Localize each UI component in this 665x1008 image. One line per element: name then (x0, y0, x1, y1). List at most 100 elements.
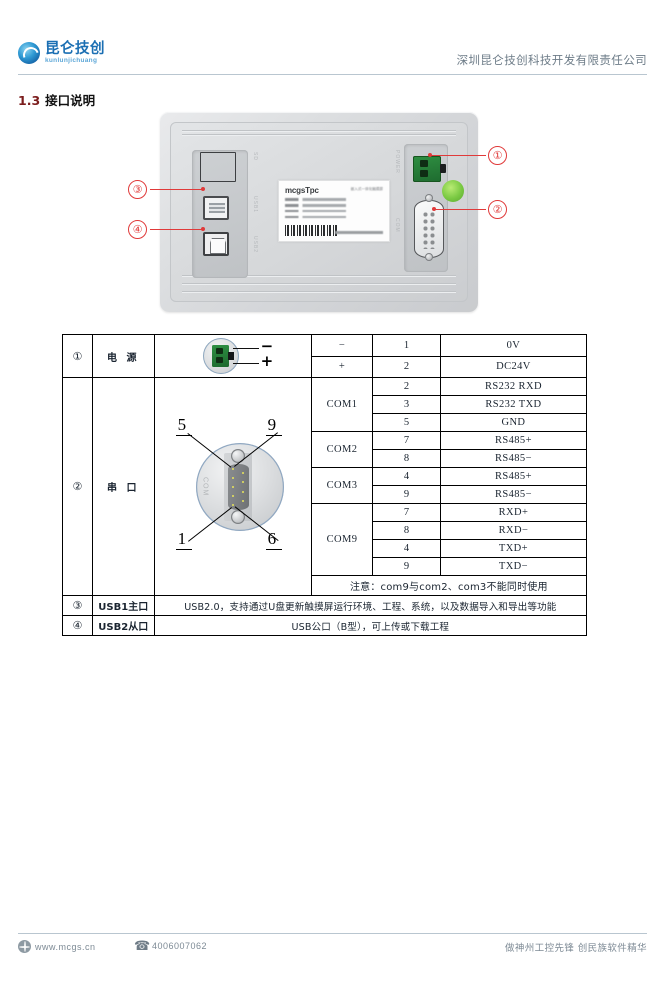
callout-leader-3 (150, 189, 203, 191)
serial-signal: TXD− (439, 557, 588, 576)
header-company-name: 深圳昆仑技创科技开发有限责任公司 (456, 53, 647, 67)
footer-phone-text: 4006007062 (152, 941, 208, 951)
row-index-usb2: ④ (62, 615, 93, 636)
table-row: 9 TXD− (63, 557, 588, 576)
serial-signal: RS485− (439, 485, 588, 504)
device-rear-panel: SD USB1 USB2 POWER COM mcgsTpc 嵌入式一体化触摸屏 (170, 122, 468, 302)
table-row: COM9 7 RXD+ (63, 503, 588, 576)
callout-leader-dot-1 (428, 153, 432, 157)
callout-leader-dot-3 (201, 187, 205, 191)
power-signal: DC24V (439, 355, 588, 378)
serial-signal: TXD+ (439, 539, 588, 558)
panel-side-label: USB1 (252, 196, 258, 214)
serial-signal: RS485+ (439, 431, 588, 450)
table-row: 3 RS232 TXD (63, 395, 588, 414)
callout-marker-1: ① (488, 146, 507, 165)
panel-side-label: SD (252, 152, 258, 161)
logo-text: 昆仑技创 kunlunjichuang (45, 42, 105, 64)
table-row: ③ USB1主口 USB2.0，支持通过U盘更新触摸屏运行环境、工程、系统，以及… (62, 595, 588, 616)
callout-leader-1 (430, 155, 486, 157)
panel-groove (182, 291, 456, 292)
label-spec-line (285, 198, 383, 201)
callout-marker-2: ② (488, 200, 507, 219)
interface-spec-table: ① 电 源 − + − 1 0V + 2 DC24V (62, 334, 588, 636)
figure-db9-shell (227, 463, 249, 510)
panel-groove (182, 134, 456, 135)
page-title: 接口说明 (45, 93, 96, 108)
com-group-label: COM2 (310, 431, 374, 468)
label-barcode (285, 225, 337, 236)
logo-pinyin-name: kunlunjichuang (45, 56, 98, 64)
row-index-power: ① (62, 334, 93, 378)
table-row: 8 RS485− (63, 449, 588, 468)
figure-green-terminal (211, 345, 229, 367)
figure-pin (231, 476, 235, 480)
table-row: + 2 DC24V (63, 355, 588, 378)
serial-signal: RS485− (439, 449, 588, 468)
row-name-usb2: USB2从口 (91, 615, 155, 636)
serial-pin: 9 (372, 485, 441, 504)
panel-side-label: POWER (394, 150, 400, 174)
row-name-usb1: USB1主口 (91, 595, 155, 616)
com-group-label: COM3 (310, 467, 374, 504)
power-pin: 2 (372, 355, 441, 378)
power-signal: 0V (439, 334, 588, 357)
footer-slogan: 做神州工控先锋 创民族软件精华 (504, 943, 647, 954)
figure-pin (241, 471, 245, 475)
row-name-power: 电 源 (91, 334, 155, 378)
com-group-label: COM1 (310, 377, 374, 432)
power-connector-tab (440, 164, 446, 173)
power-connector (413, 156, 441, 182)
serial-note: 注意：com9与com2、com3不能同时使用 (310, 575, 588, 596)
company-logo: 昆仑技创 kunlunjichuang (18, 42, 105, 64)
figure-pin-number-6: 6 (265, 528, 281, 550)
figure-pin (241, 490, 245, 494)
serial-pin: 7 (372, 431, 441, 450)
callout-leader-2 (434, 209, 486, 211)
figure-leader-minus (232, 348, 259, 350)
section-number: 1.3 (18, 93, 41, 108)
header-divider (18, 74, 647, 75)
serial-pin: 3 (372, 395, 441, 414)
figure-terminal-tab (227, 352, 234, 360)
figure-plus-sign: + (260, 352, 274, 370)
serial-signal: RS232 RXD (439, 377, 588, 396)
usb2-description: USB公口（B型），可上传或下载工程 (153, 615, 588, 636)
figure-pin-number-9: 9 (265, 414, 281, 436)
table-row: 4 TXD+ (63, 539, 588, 558)
table-row: ④ USB2从口 USB公口（B型），可上传或下载工程 (62, 615, 588, 636)
row-index-usb1: ③ (62, 595, 93, 616)
logo-chinese-name: 昆仑技创 (45, 41, 105, 57)
figure-pin (241, 480, 245, 484)
label-spec-line (285, 209, 383, 213)
figure-pin (231, 467, 235, 471)
serial-pin: 8 (372, 521, 441, 540)
phone-icon: ☎ (134, 938, 151, 953)
figure-pin-number-1: 1 (175, 528, 191, 550)
db9-screw (425, 253, 433, 261)
label-brand-text: mcgsTpc (285, 186, 319, 195)
device-rear-photo: SD USB1 USB2 POWER COM mcgsTpc 嵌入式一体化触摸屏… (118, 108, 548, 320)
figure-pin (241, 499, 245, 503)
callout-marker-4: ④ (128, 220, 147, 239)
serial-pin: 8 (372, 449, 441, 468)
label-subtitle: 嵌入式一体化触摸屏 (350, 187, 383, 191)
db9-screw (425, 194, 433, 202)
footer-website[interactable]: www.mcgs.cn (18, 940, 96, 953)
panel-groove (182, 283, 456, 284)
table-row: ① 电 源 − + − 1 0V (62, 334, 588, 378)
figure-pin (231, 503, 235, 507)
figure-pin-number-5: 5 (175, 414, 191, 436)
panel-side-label: COM (394, 218, 400, 233)
serial-signal: RXD− (439, 521, 588, 540)
callout-leader-4 (150, 229, 203, 231)
db9-pinout-figure: COM 5 9 1 6 (153, 377, 312, 596)
serial-pin: 4 (372, 467, 441, 486)
globe-icon (18, 940, 31, 953)
sd-card-slot (200, 152, 236, 182)
figure-pin (231, 494, 235, 498)
usb-b-device-port (203, 232, 229, 256)
row-index-serial: ② (62, 377, 93, 596)
serial-signal: RS232 TXD (439, 395, 588, 414)
section-heading: 1.3 接口说明 (18, 90, 95, 109)
